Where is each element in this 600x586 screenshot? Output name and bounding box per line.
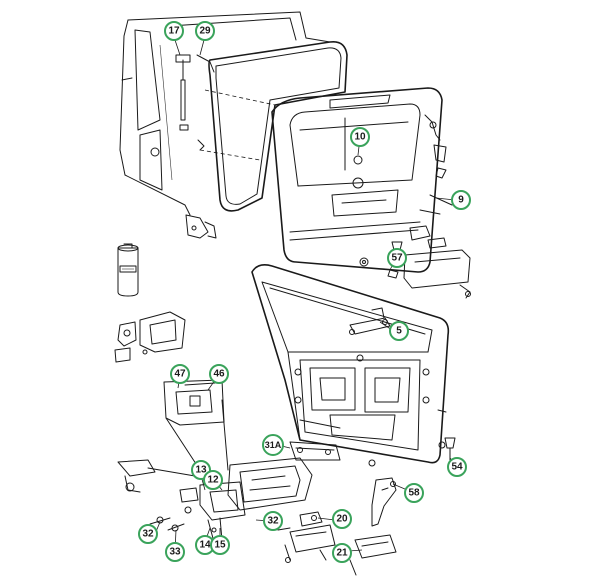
striker-58 xyxy=(371,477,397,527)
tailgate-outer xyxy=(271,87,443,273)
callout-15[interactable]: 15 xyxy=(210,535,230,555)
handle-31a xyxy=(289,441,376,467)
callout-label: 33 xyxy=(169,547,181,558)
callout-58[interactable]: 58 xyxy=(404,483,424,503)
nut-57 xyxy=(359,257,399,279)
callout-label: 46 xyxy=(213,369,225,380)
callout-label: 17 xyxy=(168,26,180,37)
lock-mechanism xyxy=(114,311,186,363)
callout-label: 9 xyxy=(458,195,464,206)
callout-17[interactable]: 17 xyxy=(164,21,184,41)
callout-label: 32 xyxy=(267,516,279,527)
callout-32-right[interactable]: 32 xyxy=(263,511,283,531)
callout-33[interactable]: 33 xyxy=(165,542,185,562)
bracket-5 xyxy=(349,307,391,335)
callout-label: 31A xyxy=(265,440,282,450)
callout-57[interactable]: 57 xyxy=(387,248,407,268)
callout-31a[interactable]: 31A xyxy=(262,434,284,456)
wiper-motor-parts xyxy=(419,114,453,215)
licence-plate-light-bar xyxy=(391,225,471,299)
callout-label: 13 xyxy=(195,465,207,476)
callout-12[interactable]: 12 xyxy=(203,470,223,490)
callout-54[interactable]: 54 xyxy=(447,457,467,477)
callout-label: 10 xyxy=(354,132,366,143)
callout-5[interactable]: 5 xyxy=(389,321,409,341)
callout-32-left[interactable]: 32 xyxy=(138,524,158,544)
callout-label: 5 xyxy=(396,326,402,337)
latch-parts-20-21 xyxy=(277,511,397,576)
hinge-bracket xyxy=(185,214,217,239)
lower-lock-cluster xyxy=(117,457,313,543)
callout-label: 57 xyxy=(391,253,403,264)
spray-can xyxy=(117,243,139,297)
lock-bracket-47-46 xyxy=(163,379,229,471)
callout-21[interactable]: 21 xyxy=(332,543,352,563)
callout-label: 21 xyxy=(336,548,348,559)
callout-label: 14 xyxy=(199,540,211,551)
callout-47[interactable]: 47 xyxy=(170,364,190,384)
callout-29[interactable]: 29 xyxy=(195,21,215,41)
callout-label: 20 xyxy=(336,514,348,525)
callout-label: 15 xyxy=(214,540,226,551)
callout-label: 29 xyxy=(199,26,211,37)
callout-9[interactable]: 9 xyxy=(451,190,471,210)
tailgate-inner-panel xyxy=(251,264,450,464)
callout-label: 32 xyxy=(142,529,154,540)
callout-46[interactable]: 46 xyxy=(209,364,229,384)
tailgate-frame-seal xyxy=(208,40,348,212)
callout-20[interactable]: 20 xyxy=(332,509,352,529)
callout-10[interactable]: 10 xyxy=(350,127,370,147)
callout-label: 12 xyxy=(207,475,219,486)
callout-label: 54 xyxy=(451,462,463,473)
callout-label: 47 xyxy=(174,369,186,380)
callout-label: 58 xyxy=(408,488,420,499)
gas-strut xyxy=(174,39,215,151)
